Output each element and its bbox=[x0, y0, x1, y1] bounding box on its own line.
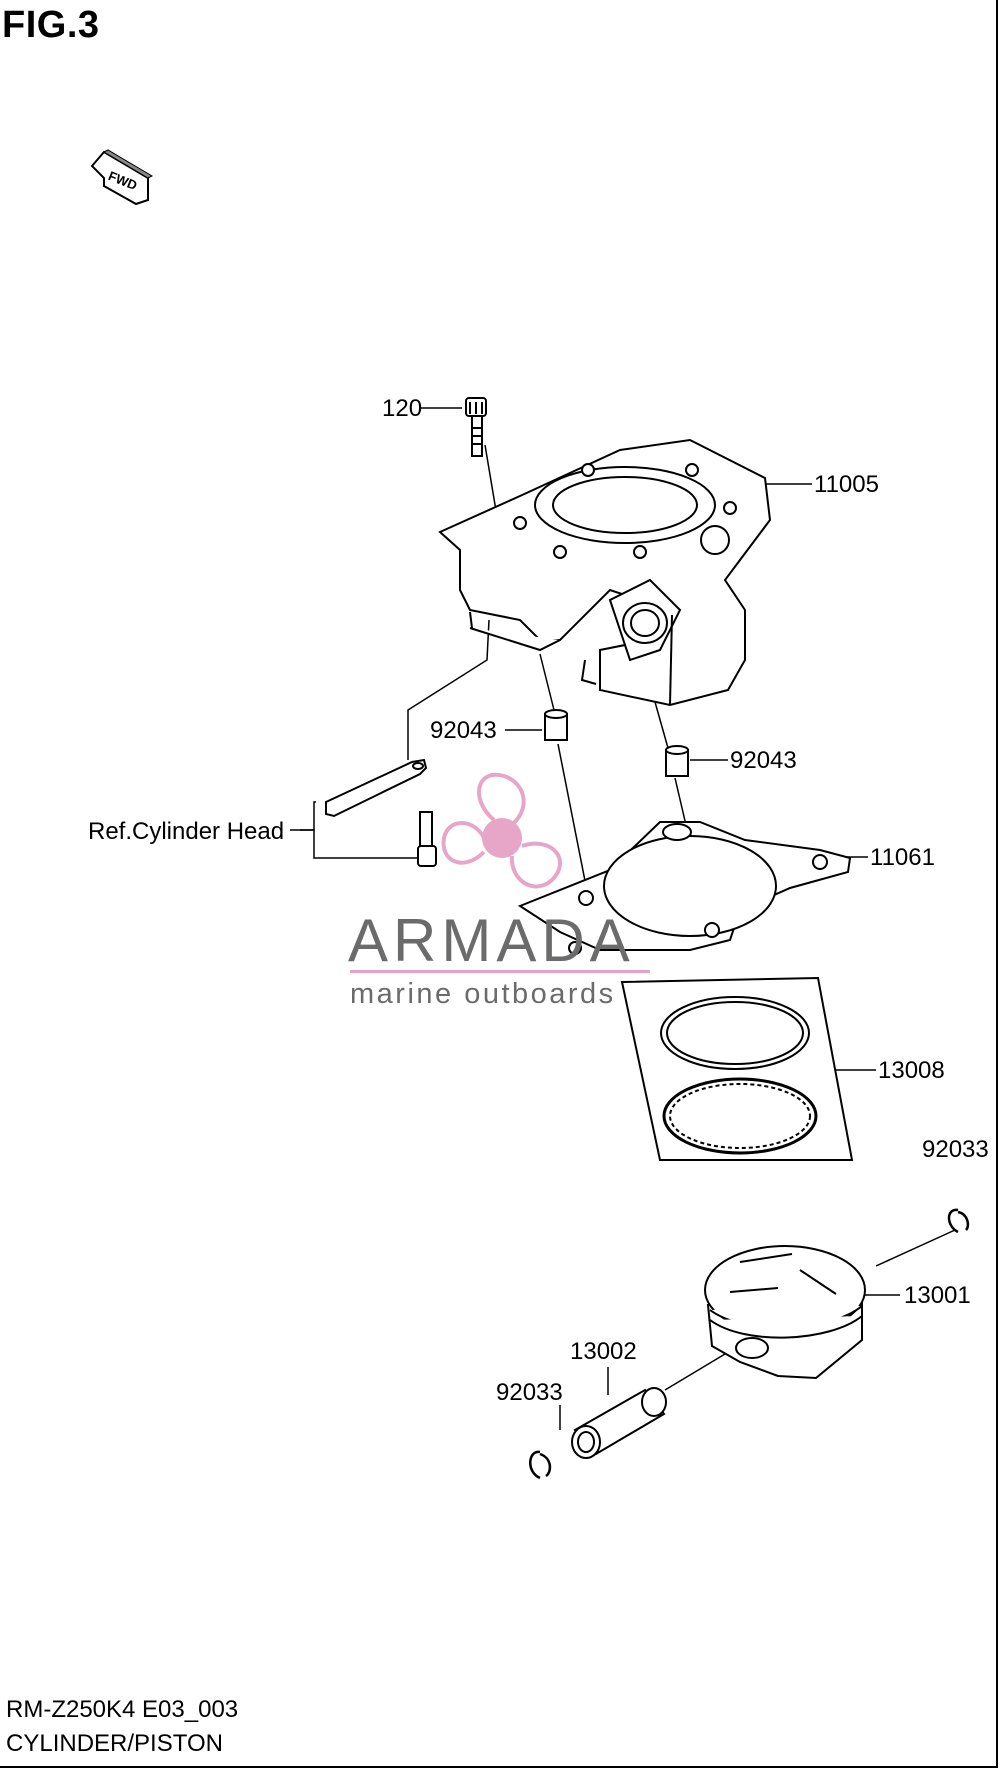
watermark-brand: ARMADA bbox=[348, 907, 635, 974]
callout-cylinder[interactable]: 11005 bbox=[814, 471, 879, 498]
fwd-arrow-icon: FWD bbox=[90, 149, 154, 206]
circlip-right-part bbox=[947, 1208, 970, 1234]
leader-lines bbox=[290, 407, 956, 1430]
cylinder-gasket-part bbox=[517, 821, 852, 955]
callout-clip-left[interactable]: 92033 bbox=[496, 1379, 563, 1406]
callout-ref-cylinder-head[interactable]: Ref.Cylinder Head bbox=[88, 818, 285, 845]
watermark-tagline: marine outboards bbox=[350, 978, 616, 1010]
callout-clip-right[interactable]: 92033 bbox=[922, 1136, 989, 1163]
callout-bolt[interactable]: 120 bbox=[382, 395, 423, 422]
callout-gasket[interactable]: 11061 bbox=[870, 844, 935, 871]
bolt-part bbox=[465, 397, 487, 457]
callout-rings[interactable]: 13008 bbox=[878, 1057, 945, 1084]
circlip-left-part bbox=[529, 1450, 552, 1480]
piston-pin-part bbox=[571, 1387, 667, 1459]
piston-part bbox=[704, 1245, 866, 1380]
cylinder-block-part bbox=[438, 438, 772, 707]
watermark-propeller-logo bbox=[441, 772, 563, 889]
section-name: CYLINDER/PISTON bbox=[6, 1730, 223, 1757]
figure-title: FIG.3 bbox=[2, 4, 100, 46]
dowel-pin-left-part bbox=[544, 709, 568, 741]
ref-cylinder-head-part bbox=[325, 758, 437, 867]
model-code: RM-Z250K4 E03_003 bbox=[6, 1696, 239, 1723]
callout-pin[interactable]: 13002 bbox=[570, 1338, 637, 1365]
piston-ring-set-part bbox=[620, 976, 854, 1161]
dowel-pin-right-part bbox=[665, 745, 689, 777]
callout-piston[interactable]: 13001 bbox=[904, 1282, 971, 1309]
watermark-underline bbox=[350, 970, 650, 973]
callout-dowel-left[interactable]: 92043 bbox=[430, 717, 497, 744]
callout-dowel-right[interactable]: 92043 bbox=[730, 747, 797, 774]
